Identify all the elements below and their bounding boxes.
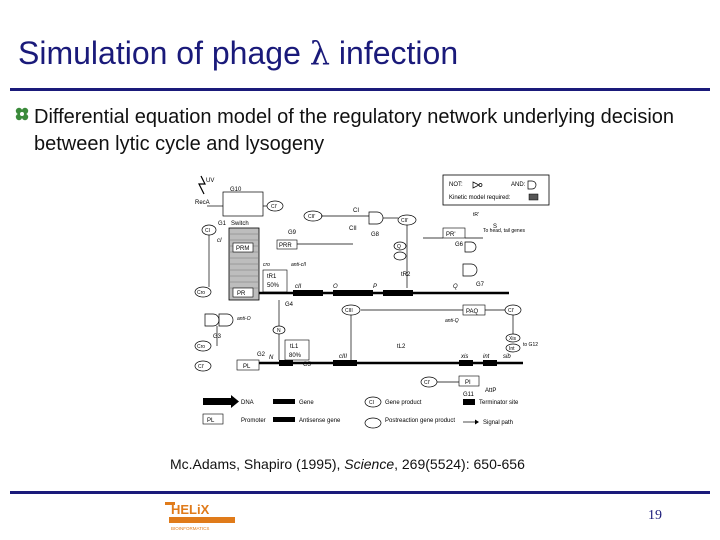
legend-postreaction-label: Postreaction gene product bbox=[385, 418, 455, 424]
diagram-key: NOT: AND: Kinetic model required: bbox=[442, 174, 550, 206]
citation-details: , 269(5524): 650-656 bbox=[394, 456, 525, 472]
gene-g4-label: G4 bbox=[285, 302, 294, 308]
footer-divider bbox=[10, 491, 710, 494]
product-q-label: Q bbox=[397, 244, 401, 250]
legend-pl-sample: PL bbox=[207, 418, 215, 424]
dna-n-label: N bbox=[269, 355, 274, 361]
product-cro-2-label: Cro bbox=[197, 344, 205, 350]
switch-label: Switch bbox=[231, 221, 249, 227]
diagram-legend: DNA Gene CI Gene product Terminator site… bbox=[202, 395, 519, 429]
gene-g2-label: G2 bbox=[257, 352, 266, 358]
gene-g1-label: G1 bbox=[218, 221, 227, 227]
dna-p-label: P bbox=[373, 284, 377, 290]
legend-promoter-label: Promoter bbox=[241, 418, 266, 424]
product-ci-label: CI bbox=[205, 228, 210, 234]
dna-anti-o-label: anti-O bbox=[237, 316, 251, 322]
terminator-tr2-label: tR2 bbox=[401, 272, 411, 278]
terminator-tr-prime-label: tR' bbox=[473, 212, 479, 218]
product-ci-p5-label: CI' bbox=[424, 380, 430, 386]
promoter-prm-label: PRM bbox=[236, 246, 249, 252]
dna-int-label: int bbox=[483, 354, 490, 360]
gene-g8-label: G8 bbox=[371, 232, 380, 238]
logo-subtitle-text: BIOINFORMATICS bbox=[171, 526, 209, 531]
key-kinetic-label: Kinetic model required: bbox=[449, 195, 511, 201]
gene-g6-label: G6 bbox=[455, 242, 464, 248]
regulatory-network-diagram: NOT: AND: Kinetic model required: UV Rec… bbox=[193, 170, 553, 445]
gene-g11-label: G11 bbox=[463, 392, 475, 398]
dna-xis-label: xis bbox=[460, 354, 468, 360]
gene-g10-label: G10 bbox=[230, 187, 242, 193]
legend-signal-label: Signal path bbox=[483, 420, 513, 426]
dna-s-label: S bbox=[493, 224, 497, 230]
dna-ciii-label: cIII bbox=[339, 354, 347, 360]
gene-g7-label: G7 bbox=[476, 282, 485, 288]
page-title: Simulation of phage λ infection bbox=[18, 34, 458, 72]
product-int-label: Int bbox=[509, 346, 515, 352]
title-divider bbox=[10, 88, 710, 91]
product-ci-p3-label: CI' bbox=[508, 308, 514, 314]
legend-gene-label: Gene bbox=[299, 400, 314, 406]
product-cii-p2-label: CII' bbox=[401, 218, 408, 224]
title-lambda-symbol: λ bbox=[309, 34, 331, 72]
legend-ci-sample: CI bbox=[369, 400, 374, 406]
to-head-label: To head, tail genes bbox=[483, 228, 525, 234]
legend-gene-product-label: Gene product bbox=[385, 400, 422, 406]
legend-antisense-label: Antisense gene bbox=[299, 418, 341, 424]
product-ci-p-label: CI' bbox=[271, 204, 277, 210]
citation: Mc.Adams, Shapiro (1995), Science, 269(5… bbox=[170, 456, 525, 472]
page-number: 19 bbox=[648, 508, 662, 523]
dna-sib-label: sib bbox=[503, 354, 511, 360]
promoter-pr-prime-label: PR' bbox=[446, 232, 455, 238]
promoter-pr-label: PR bbox=[237, 291, 246, 297]
dna-cii-label: cII bbox=[295, 284, 302, 290]
title-prefix: Simulation of phage bbox=[18, 35, 310, 71]
legend-dna-label: DNA bbox=[241, 400, 254, 406]
dna-cro-label: cro bbox=[263, 262, 270, 268]
title-suffix: infection bbox=[330, 35, 459, 71]
uv-label: UV bbox=[206, 178, 214, 184]
product-ci-top-label: CI bbox=[353, 208, 359, 214]
terminator-tl1-label: tL1 bbox=[290, 344, 299, 350]
gene-g5-label: G5 bbox=[303, 362, 312, 368]
diamond-bullet-icon bbox=[15, 107, 29, 121]
citation-journal: Science bbox=[344, 456, 395, 472]
promoter-prr-label: PRR bbox=[279, 243, 292, 249]
logo-brand-text: HELiX bbox=[171, 502, 210, 517]
terminator-tl1-pct-label: 80% bbox=[289, 353, 302, 359]
product-cii-p-label: CII' bbox=[308, 214, 315, 220]
terminator-tl2-label: tL2 bbox=[397, 344, 406, 350]
product-ciii-label: CIII bbox=[345, 308, 353, 314]
dna-q-label: Q bbox=[453, 284, 458, 290]
legend-terminator-label: Terminator site bbox=[479, 400, 519, 406]
reca-label: RecA bbox=[195, 200, 210, 206]
promoter-pl-label: PL bbox=[243, 364, 251, 370]
promoter-paq-label: PAQ bbox=[466, 309, 479, 315]
dna-anti-cii-label: anti-cII bbox=[291, 262, 307, 268]
product-cro-label: Cro bbox=[197, 290, 205, 296]
product-xis-label: Xis bbox=[509, 336, 516, 342]
key-and-label: AND: bbox=[511, 182, 526, 188]
uv-signal-icon bbox=[198, 175, 206, 195]
bullet-text: Differential equation model of the regul… bbox=[34, 106, 675, 155]
terminator-tr1-label: tR1 bbox=[267, 274, 277, 280]
product-ci-p4-label: CI' bbox=[198, 364, 204, 370]
dna-ci-label: cI bbox=[217, 238, 222, 244]
citation-authors: Mc.Adams, Shapiro (1995), bbox=[170, 456, 345, 472]
dna-anti-q-label: anti-Q bbox=[445, 318, 459, 324]
product-n-label: N bbox=[277, 328, 281, 334]
gene-g9-label: G9 bbox=[288, 230, 297, 236]
dna-attp-label: AttP bbox=[485, 388, 496, 394]
to-g12-label: to G12 bbox=[523, 342, 538, 348]
dna-o-label: O bbox=[333, 284, 338, 290]
terminator-tr1-pct-label: 50% bbox=[267, 283, 280, 289]
promoter-pi-label: PI bbox=[465, 380, 471, 386]
helix-logo: HELiX BIOINFORMATICS bbox=[165, 498, 240, 532]
key-not-label: NOT: bbox=[449, 182, 463, 188]
product-cii-label: CII bbox=[349, 226, 357, 232]
